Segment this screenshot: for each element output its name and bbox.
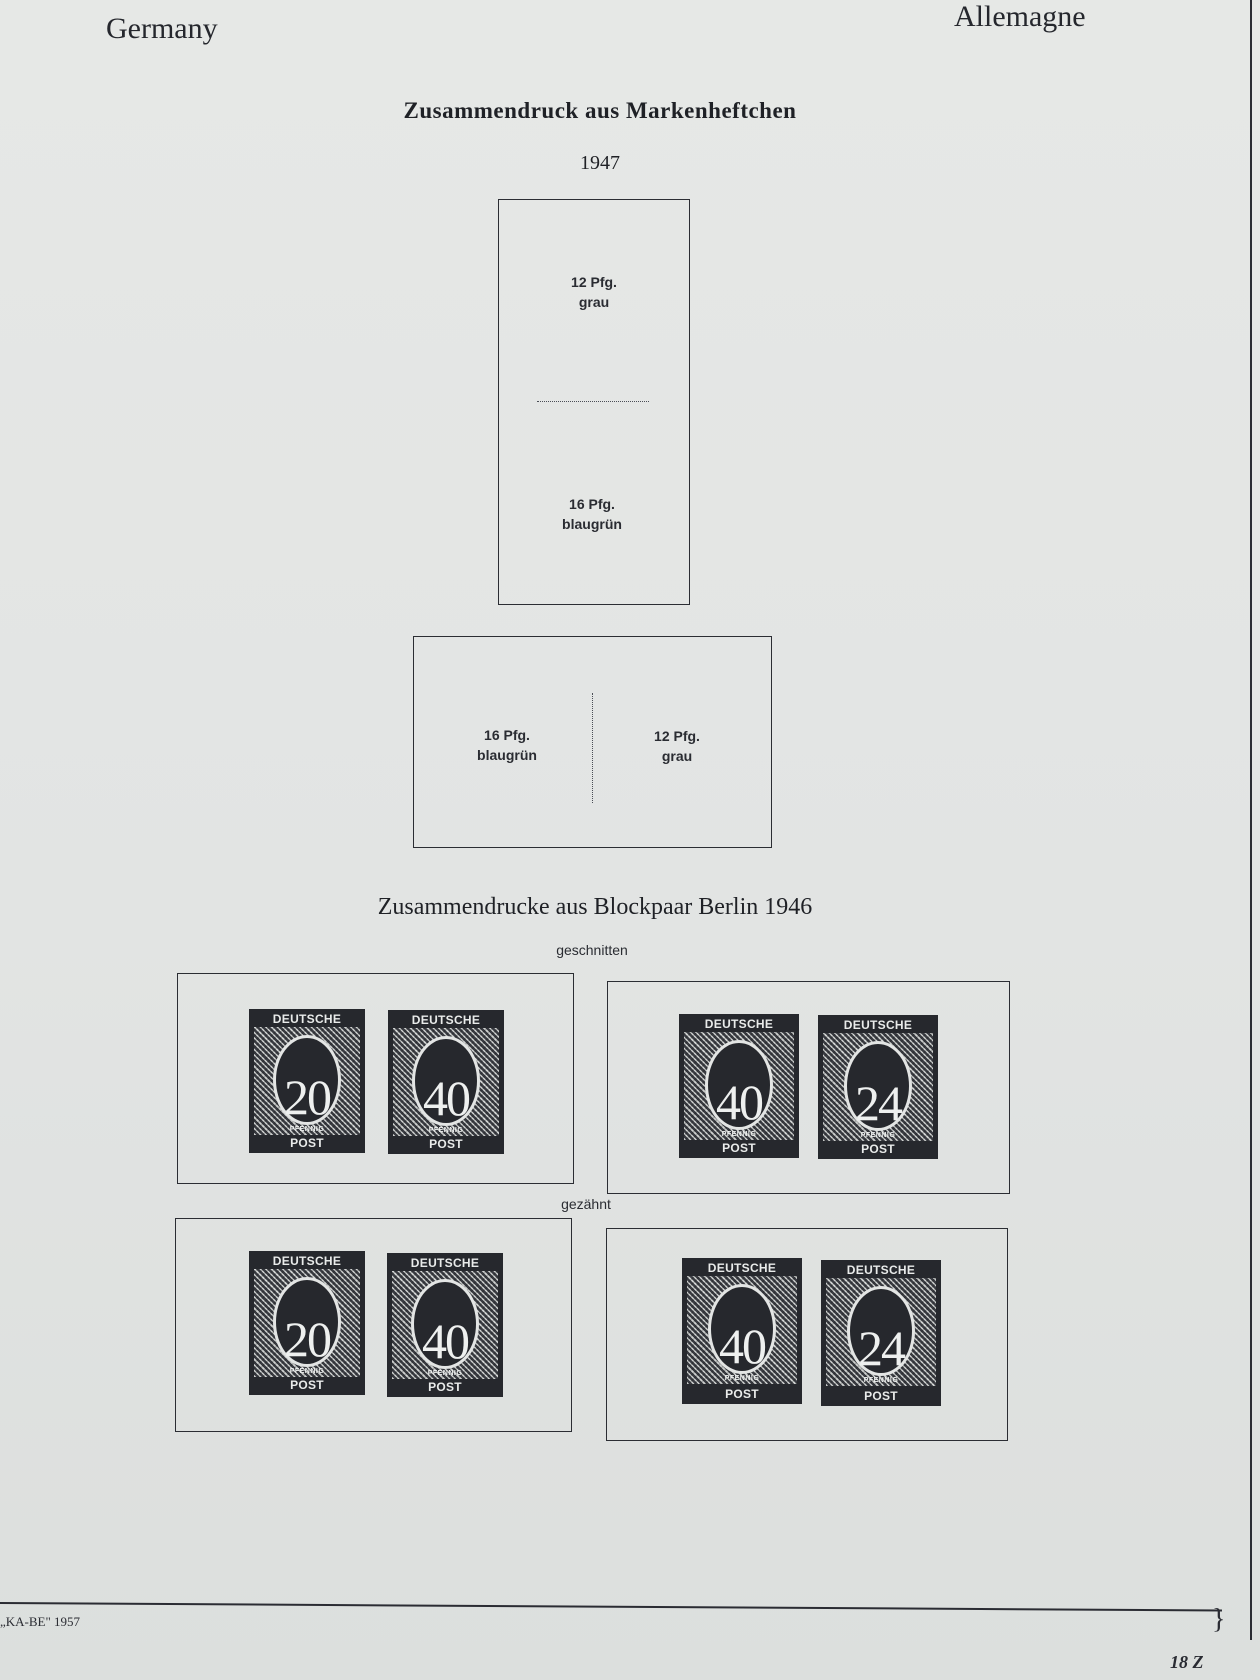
stamp: DEUTSCHE 20 PFENNIG POST bbox=[249, 1251, 365, 1395]
block-frame-imperf-left bbox=[177, 973, 574, 1184]
stamp: DEUTSCHE 20 PFENNIG POST bbox=[249, 1009, 365, 1153]
stamp-bottom-text: POST bbox=[429, 1137, 463, 1151]
stamp-top-text: DEUTSCHE bbox=[707, 1261, 777, 1275]
stamp-top-text: DEUTSCHE bbox=[704, 1017, 774, 1031]
vertical-bottom-color: blaugrün bbox=[562, 516, 622, 532]
stamp-unit: PFENNIG bbox=[721, 1131, 757, 1138]
stamp-unit: PFENNIG bbox=[289, 1368, 325, 1375]
stamp-value: 40 bbox=[716, 1074, 764, 1130]
stamp-value: 20 bbox=[284, 1069, 332, 1125]
stamp: DEUTSCHE 24 PFENNIG POST bbox=[818, 1015, 938, 1159]
block-frame-perf-left bbox=[175, 1218, 572, 1432]
stamp-value: 24 bbox=[858, 1320, 906, 1376]
stamp-oval: 24 PFENNIG bbox=[847, 1286, 915, 1384]
stamp-unit: PFENNIG bbox=[860, 1132, 896, 1139]
stamp-value: 40 bbox=[423, 1070, 471, 1126]
section1-title: Zusammendruck aus Markenheftchen bbox=[403, 98, 797, 123]
stamp-top-text: DEUTSCHE bbox=[410, 1256, 480, 1270]
stamp-bottom-text: POST bbox=[290, 1136, 324, 1150]
stamp-bottom-text: POST bbox=[864, 1389, 898, 1403]
stamp-value: 20 bbox=[284, 1311, 332, 1367]
stamp: DEUTSCHE 40 PFENNIG POST bbox=[387, 1253, 503, 1397]
horizontal-left-label: 16 Pfg. blaugrün bbox=[437, 725, 577, 765]
stamp-bottom-text: POST bbox=[725, 1387, 759, 1401]
stamp-top-text: DEUTSCHE bbox=[272, 1012, 342, 1026]
perforation-divider-horizontal bbox=[537, 401, 649, 402]
stamp-bottom-text: POST bbox=[290, 1378, 324, 1392]
vertical-pair-frame: 12 Pfg. grau 16 Pfg. blaugrün bbox=[498, 199, 690, 605]
section2-title: Zusammendrucke aus Blockpaar Berlin 1946 bbox=[377, 894, 813, 920]
stamp-value: 40 bbox=[422, 1313, 470, 1369]
block-frame-perf-right bbox=[606, 1228, 1008, 1441]
stamp-bottom-text: POST bbox=[428, 1380, 462, 1394]
stamp: DEUTSCHE 24 PFENNIG POST bbox=[821, 1260, 941, 1406]
stamp-top-text: DEUTSCHE bbox=[272, 1254, 342, 1268]
stamp-oval: 40 PFENNIG bbox=[412, 1036, 480, 1134]
stamp-value: 40 bbox=[719, 1318, 767, 1374]
stamp: DEUTSCHE 40 PFENNIG POST bbox=[679, 1014, 799, 1158]
stamp: DEUTSCHE 40 PFENNIG POST bbox=[388, 1010, 504, 1154]
vertical-top-color: grau bbox=[578, 294, 610, 310]
horizontal-left-value: 16 Pfg. bbox=[484, 727, 530, 743]
stamp-unit: PFENNIG bbox=[427, 1370, 463, 1377]
corner-ornament: } bbox=[1212, 1604, 1226, 1635]
header-country-fr: Allemagne bbox=[954, 0, 1086, 33]
header-country-de: Germany bbox=[106, 12, 218, 45]
stamp-oval: 40 PFENNIG bbox=[708, 1284, 776, 1382]
page-border-bottom bbox=[0, 1602, 1222, 1612]
vertical-top-value: 12 Pfg. bbox=[571, 274, 617, 290]
stamp-unit: PFENNIG bbox=[289, 1126, 325, 1133]
perforation-divider-vertical bbox=[592, 693, 593, 803]
page-number: 18 Z bbox=[1170, 1652, 1204, 1672]
vertical-bottom-label: 16 Pfg. blaugrün bbox=[522, 494, 662, 534]
section1-year: 1947 bbox=[580, 152, 620, 174]
stamp: DEUTSCHE 40 PFENNIG POST bbox=[682, 1258, 802, 1404]
stamp-oval: 24 PFENNIG bbox=[844, 1041, 912, 1139]
stamp-oval: 40 PFENNIG bbox=[705, 1040, 773, 1138]
stamp-top-text: DEUTSCHE bbox=[843, 1018, 913, 1032]
horizontal-left-color: blaugrün bbox=[477, 747, 537, 763]
vertical-top-label: 12 Pfg. grau bbox=[524, 272, 664, 312]
label-imperforate: geschnitten bbox=[556, 942, 628, 958]
stamp-bottom-text: POST bbox=[722, 1141, 756, 1155]
vertical-bottom-value: 16 Pfg. bbox=[569, 496, 615, 512]
stamp-oval: 20 PFENNIG bbox=[273, 1277, 341, 1375]
horizontal-right-value: 12 Pfg. bbox=[654, 728, 700, 744]
page-border-right bbox=[1250, 0, 1252, 1640]
stamp-unit: PFENNIG bbox=[428, 1127, 464, 1134]
label-perforated: gezähnt bbox=[561, 1196, 611, 1212]
stamp-unit: PFENNIG bbox=[863, 1377, 899, 1384]
stamp-top-text: DEUTSCHE bbox=[411, 1013, 481, 1027]
stamp-unit: PFENNIG bbox=[724, 1375, 760, 1382]
stamp-oval: 20 PFENNIG bbox=[273, 1035, 341, 1133]
horizontal-right-color: grau bbox=[661, 748, 693, 764]
stamp-top-text: DEUTSCHE bbox=[846, 1263, 916, 1277]
publisher-imprint: „KA-BE" 1957 bbox=[0, 1614, 81, 1629]
stamp-value: 24 bbox=[855, 1075, 903, 1131]
horizontal-right-label: 12 Pfg. grau bbox=[607, 726, 747, 766]
block-frame-imperf-right bbox=[607, 981, 1010, 1194]
stamp-bottom-text: POST bbox=[861, 1142, 895, 1156]
horizontal-pair-frame: 16 Pfg. blaugrün 12 Pfg. grau bbox=[413, 636, 772, 848]
stamp-oval: 40 PFENNIG bbox=[411, 1279, 479, 1377]
